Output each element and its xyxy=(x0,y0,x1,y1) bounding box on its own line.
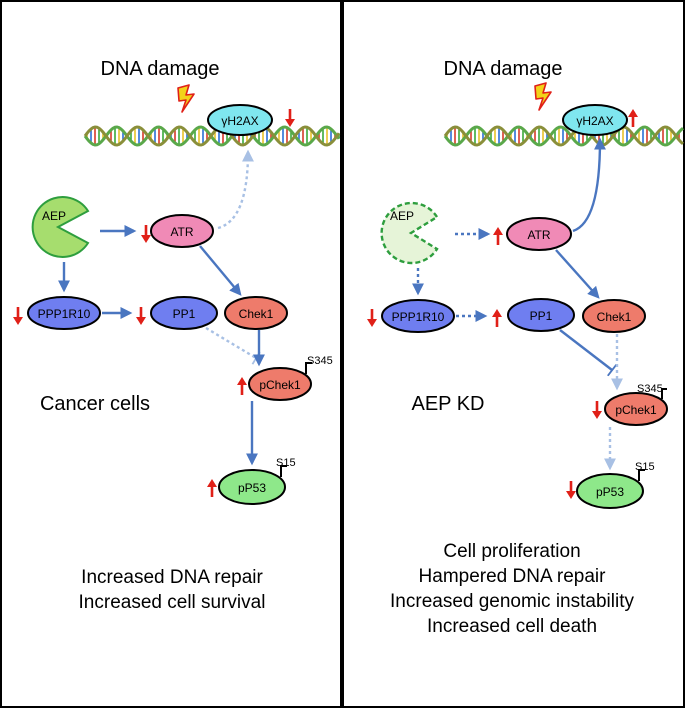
pp53-node xyxy=(218,469,286,505)
up-arrow-icon xyxy=(491,225,505,247)
s345-label: S345 xyxy=(307,355,333,367)
left-panel: DNA damage γH2AX AEP ATR PPP1R10 PP1 Che… xyxy=(11,58,341,613)
outcome-line: Increased cell survival xyxy=(79,592,266,613)
outcome-line: Increased DNA repair xyxy=(81,567,263,588)
pp1-node xyxy=(150,296,218,330)
outcome-line: Increased cell death xyxy=(427,616,597,637)
pp1-inhibits-chek1-line xyxy=(559,329,618,377)
aep-node xyxy=(31,196,90,258)
chek1-label: Chek1 xyxy=(597,310,632,324)
right-panel: DNA damage γH2AX AEP ATR PPP1R10 PP1 Che… xyxy=(365,58,684,637)
pchek1-node xyxy=(248,367,312,401)
s15-label: S15 xyxy=(276,457,296,469)
aep-label: AEP xyxy=(42,209,66,223)
aep-node xyxy=(380,201,439,265)
down-arrow-icon xyxy=(283,107,297,129)
up-arrow-icon xyxy=(626,107,640,129)
condition-label: AEP KD xyxy=(412,393,485,415)
lightning-bolt-icon xyxy=(177,84,195,113)
down-arrow-icon xyxy=(365,307,379,329)
dna-strand xyxy=(443,125,684,147)
up-arrow-icon xyxy=(490,307,504,329)
atr-label: ATR xyxy=(170,225,193,239)
s345-label: S345 xyxy=(637,383,663,395)
right-heading: DNA damage xyxy=(444,58,563,80)
outcome-line: Hampered DNA repair xyxy=(419,566,607,587)
down-arrow-icon xyxy=(134,305,148,327)
aep-label: AEP xyxy=(390,209,414,223)
pchek1-label: pChek1 xyxy=(259,378,301,392)
dna-strand xyxy=(443,125,684,147)
dna-helix-left xyxy=(83,125,341,147)
pp1-inhibits-chek1-line xyxy=(205,326,261,365)
chek1-label: Chek1 xyxy=(239,307,274,321)
pp53-label: pP53 xyxy=(596,485,624,499)
atr-node xyxy=(506,217,572,251)
atr-to-chek1-arrow xyxy=(199,245,242,296)
gamma-h2ax-node xyxy=(207,104,273,136)
pp53-node xyxy=(576,473,644,509)
condition-label: Cancer cells xyxy=(40,393,150,415)
down-arrow-icon xyxy=(564,479,578,501)
up-arrow-icon xyxy=(205,477,219,499)
up-arrow-icon xyxy=(235,375,249,397)
atr-to-chek1-arrow xyxy=(555,249,600,299)
pchek1-node xyxy=(604,392,668,426)
pp1-label: PP1 xyxy=(530,309,553,323)
gamma-h2ax-node xyxy=(562,104,628,136)
gamma-h2ax-label: γH2AX xyxy=(576,114,613,128)
atr-to-h2ax-arrow xyxy=(572,137,606,233)
left-heading: DNA damage xyxy=(101,58,220,80)
atr-node xyxy=(150,214,214,248)
outcome-line: Increased genomic instability xyxy=(390,591,634,612)
down-arrow-icon xyxy=(590,399,604,421)
ppp1r10-node xyxy=(27,296,101,330)
s15-label: S15 xyxy=(635,461,655,473)
ppp1r10-node xyxy=(381,299,455,333)
pchek1-label: pChek1 xyxy=(615,403,657,417)
pp53-label: pP53 xyxy=(238,481,266,495)
outcome-line: Cell proliferation xyxy=(443,541,580,562)
dna-helix-right xyxy=(443,125,684,147)
gamma-h2ax-label: γH2AX xyxy=(221,114,258,128)
dna-strand xyxy=(83,125,341,147)
right-panel-border xyxy=(342,0,685,708)
ppp1r10-label: PPP1R10 xyxy=(392,310,445,324)
down-arrow-icon xyxy=(11,305,25,327)
atr-label: ATR xyxy=(527,228,550,242)
atr-to-h2ax-dotted-arrow xyxy=(217,149,254,230)
chek1-node xyxy=(224,296,288,330)
lightning-bolt-icon xyxy=(534,82,552,111)
ppp1r10-label: PPP1R10 xyxy=(38,307,91,321)
chek1-node xyxy=(582,299,646,333)
down-arrow-icon xyxy=(139,223,153,245)
left-panel-border xyxy=(0,0,342,708)
pp1-node xyxy=(507,298,575,332)
pp1-label: PP1 xyxy=(173,307,196,321)
